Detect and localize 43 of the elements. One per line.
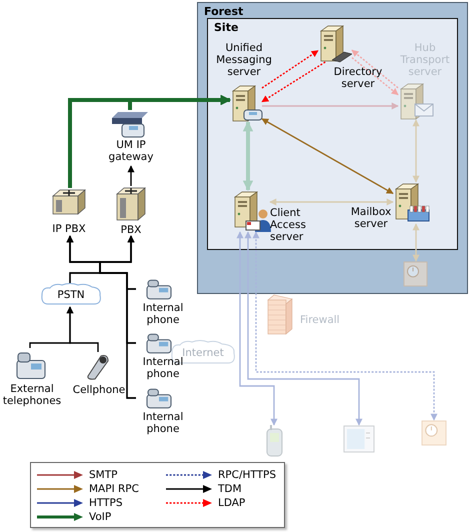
site-box: [207, 18, 458, 250]
legend-label: TDM: [218, 483, 242, 495]
node-label: Cellphone: [72, 384, 126, 396]
forest-box: [197, 2, 468, 294]
arrow: [99, 235, 136, 399]
arrow: [236, 231, 278, 426]
legend-label: MAPI RPC: [89, 483, 139, 495]
node-label: External telephones: [2, 383, 62, 407]
arrow: [261, 118, 394, 194]
legend-label: HTTPS: [89, 497, 123, 509]
arrow: [261, 61, 326, 102]
arrow: [352, 57, 399, 96]
arrow: [66, 306, 99, 352]
node-label: Internal phone: [142, 411, 184, 435]
arrow: [242, 120, 254, 192]
arrow: [269, 198, 394, 206]
arrow: [412, 119, 420, 183]
arrow: [412, 223, 420, 262]
arrow: [351, 50, 398, 88]
box-heading: Forest: [204, 5, 244, 18]
node-label: UM IP gateway: [108, 139, 154, 163]
node-label: Directory server: [332, 66, 384, 90]
node-label: Internet: [182, 347, 225, 359]
node-label: Internal phone: [142, 356, 184, 380]
node-label: IP PBX: [51, 223, 87, 235]
legend-label: RPC/HTTPS: [218, 469, 276, 481]
node-label: PBX: [120, 224, 142, 236]
legend-label: SMTP: [89, 469, 118, 481]
box-heading: Site: [214, 21, 238, 34]
arrow: [244, 231, 362, 426]
arrow: [262, 102, 399, 110]
arrow: [128, 165, 134, 186]
node-label: Mailbox server: [350, 206, 392, 230]
arrow: [262, 50, 319, 89]
node-label: Unified Messaging server: [215, 42, 273, 78]
arrow: [252, 231, 438, 421]
node-label: Internal phone: [142, 302, 184, 326]
legend-label: VoIP: [89, 511, 112, 523]
legend-label: LDAP: [218, 497, 246, 509]
node-label: Firewall: [300, 314, 341, 326]
node-label: Client Access server: [270, 207, 307, 243]
node-label: PSTN: [56, 289, 86, 301]
arrow: [128, 94, 232, 110]
